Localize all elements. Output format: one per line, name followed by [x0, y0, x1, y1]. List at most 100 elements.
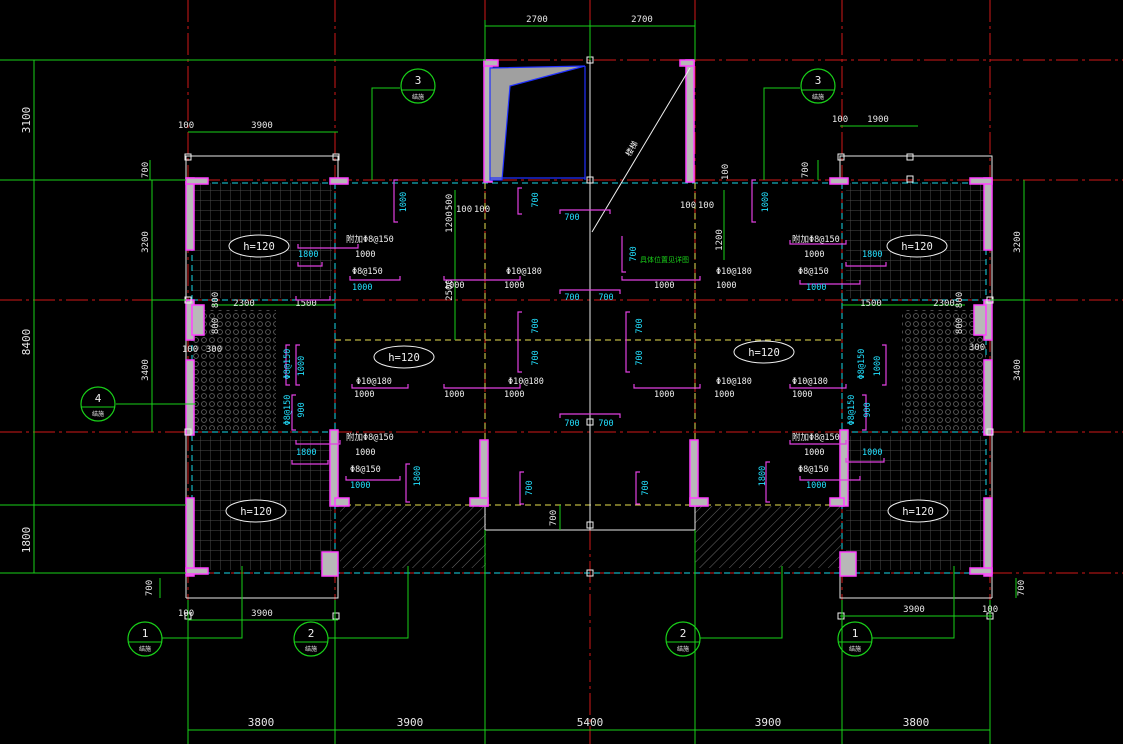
walls: [185, 59, 993, 577]
rebar-label: Φ10@180: [716, 377, 752, 387]
rebar-length-vertical: 700: [635, 350, 645, 365]
callout-sub: 结施: [812, 93, 824, 101]
rebar-length: 1800: [298, 250, 318, 260]
dim-3900-tl: 3900: [251, 121, 273, 131]
rebar-length: 700: [598, 293, 613, 303]
rebar-length: 1000: [792, 390, 812, 400]
rebar-length: 1000: [804, 250, 824, 260]
dim-700-mid: 700: [549, 510, 559, 526]
dim-3200-r: 3200: [1013, 231, 1023, 253]
rebar-length: 700: [564, 419, 579, 429]
callout-num: 4: [95, 392, 102, 405]
dim-top-left: 2700: [526, 15, 548, 25]
callout-sub: 结施: [677, 645, 689, 653]
dim-bottom-2: 3900: [397, 716, 424, 729]
dim-500: 500: [445, 194, 455, 210]
dim-3900-br: 3900: [903, 605, 925, 615]
rebar-label: Φ10@180: [792, 377, 828, 387]
rebar-length: 1000: [714, 390, 734, 400]
rebar-length-vertical: 700: [531, 318, 541, 333]
rebar-label: Φ10@180: [356, 377, 392, 387]
dim-3900-bl: 3900: [251, 609, 273, 619]
rebar-length: 1800: [862, 250, 882, 260]
dim-bottom-3: 5400: [577, 716, 604, 729]
dim-1500-r: 1500: [860, 299, 882, 309]
dim-3400-l: 3400: [141, 359, 151, 381]
dim-2300-l: 2300: [233, 299, 255, 309]
dim-700-bl: 700: [145, 580, 155, 596]
rebar-label: Φ10@180: [508, 377, 544, 387]
rebar-length: 1000: [444, 390, 464, 400]
callout-sub: 结施: [849, 645, 861, 653]
dim-left-3: 1800: [20, 527, 33, 554]
rebar-length-vertical: 1800: [758, 466, 768, 486]
rebar-length: 1000: [654, 390, 674, 400]
rebar-label: 附加Φ8@150: [346, 234, 394, 245]
dimension-texts: 2700 2700 3800 3900 5400 3900 3800 3100 …: [20, 15, 1027, 729]
dim-3400-r: 3400: [1013, 359, 1023, 381]
rebar-label-vertical: Φ8@150: [857, 349, 867, 380]
rebar-length: 700: [564, 293, 579, 303]
dim-bottom-4: 3900: [755, 716, 782, 729]
dim-1200: 1200: [445, 211, 455, 233]
dim-700-tl: 700: [141, 162, 151, 178]
rebar-length: 1000: [355, 448, 375, 458]
rebar-length: 1000: [654, 281, 674, 291]
rebar-label-vertical: Φ8@150: [283, 395, 293, 426]
rebar-length: 1000: [352, 283, 372, 293]
rebar-length: 1000: [804, 448, 824, 458]
rebar-label: Φ10@180: [506, 267, 542, 277]
dim-1500-l: 1500: [295, 299, 317, 309]
slab-labels: h=120 h=120 h=120 h=120 h=120 h=120: [225, 234, 949, 523]
rebar-length-vertical: 1000: [761, 192, 771, 212]
dim-100-c5: 100: [721, 164, 731, 180]
slab-label-ml: h=120: [388, 352, 420, 364]
dim-bottom-5: 3800: [903, 716, 930, 729]
rebar-length-vertical: 1000: [297, 356, 307, 376]
rebar-length: 1000: [806, 283, 826, 293]
rebar-label: Φ8@150: [798, 267, 829, 277]
dim-100-c1: 100: [456, 205, 472, 215]
rebar-length: 1800: [296, 448, 316, 458]
callout-sub: 结施: [92, 410, 104, 418]
callout-num: 1: [852, 627, 859, 640]
dim-100-br: 100: [982, 605, 998, 615]
rebar-label: Φ8@150: [798, 465, 829, 475]
slab-label-mr: h=120: [748, 347, 780, 359]
dim-1200-r: 1200: [715, 229, 725, 251]
dim-2300-r: 2300: [933, 299, 955, 309]
dim-800-l: 800: [211, 292, 221, 308]
rebar-lines: [285, 179, 887, 505]
callout-sub: 结施: [412, 93, 424, 101]
rebar-length-vertical: 700: [641, 480, 651, 495]
callouts: 3 结施 3 结施 4 结施 1 结施 2 结施 2 结施 1 结施: [80, 68, 955, 657]
dim-bottom-1: 3800: [248, 716, 275, 729]
rebar-label: 附加Φ8@150: [346, 432, 394, 443]
slab-label-tr: h=120: [901, 241, 933, 253]
rebar-length: 700: [598, 419, 613, 429]
rebar-length: 1000: [504, 390, 524, 400]
dim-800-r2: 800: [955, 318, 965, 334]
stair-note: 楼梯: [623, 139, 640, 158]
rebar-label: 附加Φ8@150: [792, 432, 840, 443]
dim-700-tr: 700: [801, 162, 811, 178]
dimension-lines: [0, 20, 1030, 744]
dim-100-tl: 100: [178, 121, 194, 131]
slab-label-br: h=120: [902, 506, 934, 518]
rebar-length-vertical: 700: [531, 192, 541, 207]
rebar-label: Φ10@180: [716, 267, 752, 277]
callout-sub: 结施: [305, 645, 317, 653]
dim-3200-l: 3200: [141, 231, 151, 253]
rebar-length: 1000: [350, 481, 370, 491]
dim-100-l-mid: 100: [182, 345, 198, 355]
dim-800-l2: 800: [211, 318, 221, 334]
dim-2500: 2500: [445, 279, 455, 301]
slab-label-tl: h=120: [243, 241, 275, 253]
callout-num: 2: [308, 627, 315, 640]
callout-num: 3: [415, 74, 422, 87]
elevator-note: 具体位置见详图: [640, 255, 689, 264]
rebar-texts: 附加Φ8@150 1000 1800 Φ8@150 1000 Φ10@180 1…: [283, 192, 883, 496]
dim-1900-tr: 1900: [867, 115, 889, 125]
rebar-length-vertical: 700: [635, 318, 645, 333]
